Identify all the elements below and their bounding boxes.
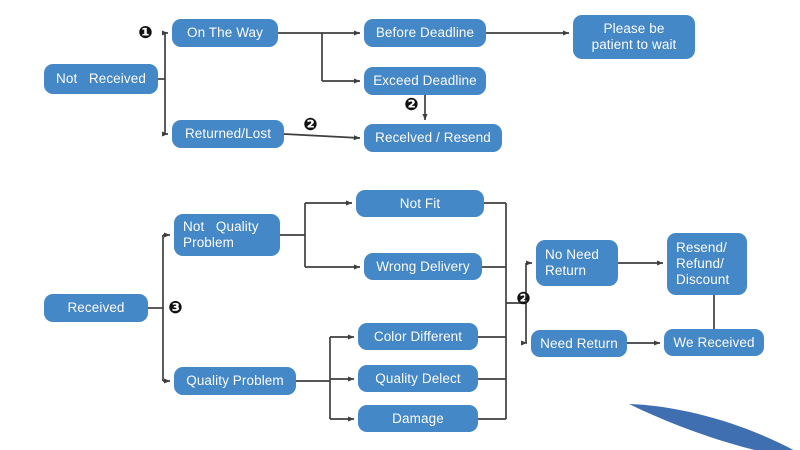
node-please-wait[interactable]: Please be patient to wait	[573, 15, 695, 59]
node-we-received[interactable]: We Received	[664, 329, 764, 356]
node-damage[interactable]: Damage	[358, 405, 478, 432]
node-no-need-return[interactable]: No Need Return	[536, 240, 618, 286]
step-marker-m4: ❸	[168, 298, 183, 318]
node-quality-delect[interactable]: Quality Delect	[358, 365, 478, 392]
step-marker-m1: ❶	[138, 23, 153, 43]
node-resend-refund[interactable]: Resend/ Refund/ Discount	[667, 233, 747, 295]
node-color-different[interactable]: Color Different	[358, 323, 478, 350]
node-not-received[interactable]: Not Received	[44, 64, 158, 94]
node-not-quality[interactable]: Not Quality Problem	[174, 214, 280, 256]
node-received[interactable]: Received	[44, 294, 148, 322]
step-marker-m5: ❷	[516, 289, 531, 309]
node-quality-problem[interactable]: Quality Problem	[174, 367, 296, 395]
node-exceed-deadline[interactable]: Exceed Deadline	[364, 67, 486, 95]
step-marker-m3: ❷	[404, 95, 419, 115]
node-recelved-resend[interactable]: Recelved / Resend	[364, 124, 502, 152]
node-before-deadline[interactable]: Before Deadline	[364, 19, 486, 47]
node-on-the-way[interactable]: On The Way	[172, 19, 278, 47]
wire-returnedlost-recelved	[283, 133, 361, 141]
node-not-fit[interactable]: Not Fit	[356, 190, 484, 217]
node-returned-lost[interactable]: Returned/Lost	[172, 120, 284, 148]
node-need-return[interactable]: Need Return	[531, 330, 627, 357]
node-wrong-delivery[interactable]: Wrong Delivery	[364, 253, 482, 280]
step-marker-m2: ❷	[303, 115, 318, 135]
decorative-swoosh	[629, 404, 794, 450]
